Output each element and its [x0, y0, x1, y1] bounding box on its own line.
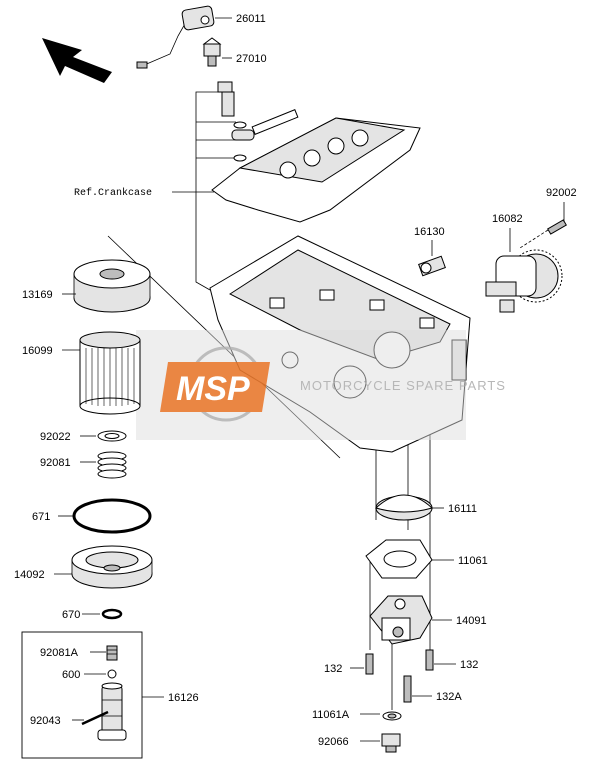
label-26011: 26011: [236, 13, 266, 25]
relief-valve-part[interactable]: [418, 255, 446, 277]
label-92022: 92022: [40, 431, 71, 443]
watermark-tagline: MOTORCYCLE SPARE PARTS: [300, 378, 506, 393]
label-600: 600: [62, 669, 80, 681]
o-ring-small-part[interactable]: [101, 608, 123, 620]
switch-bolt-part[interactable]: [202, 37, 222, 67]
label-671: 671: [32, 511, 50, 523]
pan-bolt-right-part[interactable]: [425, 649, 434, 671]
label-670: 670: [62, 609, 80, 621]
washer-part[interactable]: [97, 430, 127, 442]
steel-ball-part[interactable]: [107, 669, 117, 679]
label-92002: 92002: [546, 187, 577, 199]
label-92066: 92066: [318, 736, 349, 748]
pin-part[interactable]: [81, 710, 109, 726]
pan-gasket-part[interactable]: [365, 539, 433, 579]
label-16126: 16126: [168, 692, 199, 704]
bypass-valve-body-part[interactable]: [97, 682, 127, 741]
oil-pan-part[interactable]: [369, 595, 433, 645]
label-92081: 92081: [40, 457, 71, 469]
label-92081A: 92081A: [40, 647, 79, 659]
watermark-brand: MSP: [176, 370, 250, 408]
label-11061A: 11061A: [312, 709, 350, 721]
upper-crankcase-ref: [211, 117, 421, 223]
front-direction-arrow-icon: [42, 38, 112, 83]
pan-bolt-left-part[interactable]: [365, 653, 374, 675]
label-16099: 16099: [22, 345, 53, 357]
lower-crankcase-part[interactable]: [209, 235, 471, 453]
o-ring-large-part[interactable]: [72, 498, 152, 534]
label-13169: 13169: [22, 289, 53, 301]
label-132A: 132A: [436, 691, 462, 703]
oil-strainer-part[interactable]: [375, 494, 433, 521]
filter-cover-part[interactable]: [71, 545, 153, 589]
ref-bracket-lines: [172, 91, 236, 291]
label-14091: 14091: [456, 615, 487, 627]
oil-pressure-switch-part[interactable]: [136, 5, 215, 69]
watermark-logo: MSP MOTORCYCLE SPARE PARTS: [136, 330, 506, 440]
label-14092: 14092: [14, 569, 45, 581]
label-132-left: 132: [324, 663, 342, 675]
drain-plug-part[interactable]: [381, 733, 401, 753]
pan-bolt-long-part[interactable]: [403, 675, 412, 703]
oil-pump-part[interactable]: [485, 249, 563, 313]
label-16082: 16082: [492, 213, 523, 225]
valve-spring-part[interactable]: [106, 645, 118, 661]
filter-cap-part[interactable]: [73, 259, 151, 313]
bypass-valve-group-box: [21, 631, 143, 759]
drain-gasket-part[interactable]: [382, 711, 402, 721]
label-16111: 16111: [448, 503, 477, 515]
oil-filter-part[interactable]: [79, 331, 141, 415]
union-fitting-part[interactable]: [217, 81, 299, 162]
label-132-right: 132: [460, 659, 478, 671]
label-16130: 16130: [414, 226, 445, 238]
pump-bolt-part[interactable]: [519, 219, 567, 249]
label-11061: 11061: [458, 555, 488, 567]
label-27010: 27010: [236, 53, 267, 65]
spring-part[interactable]: [97, 451, 127, 479]
ref-crankcase-label: Ref.Crankcase: [74, 187, 152, 199]
label-92043: 92043: [30, 715, 61, 727]
